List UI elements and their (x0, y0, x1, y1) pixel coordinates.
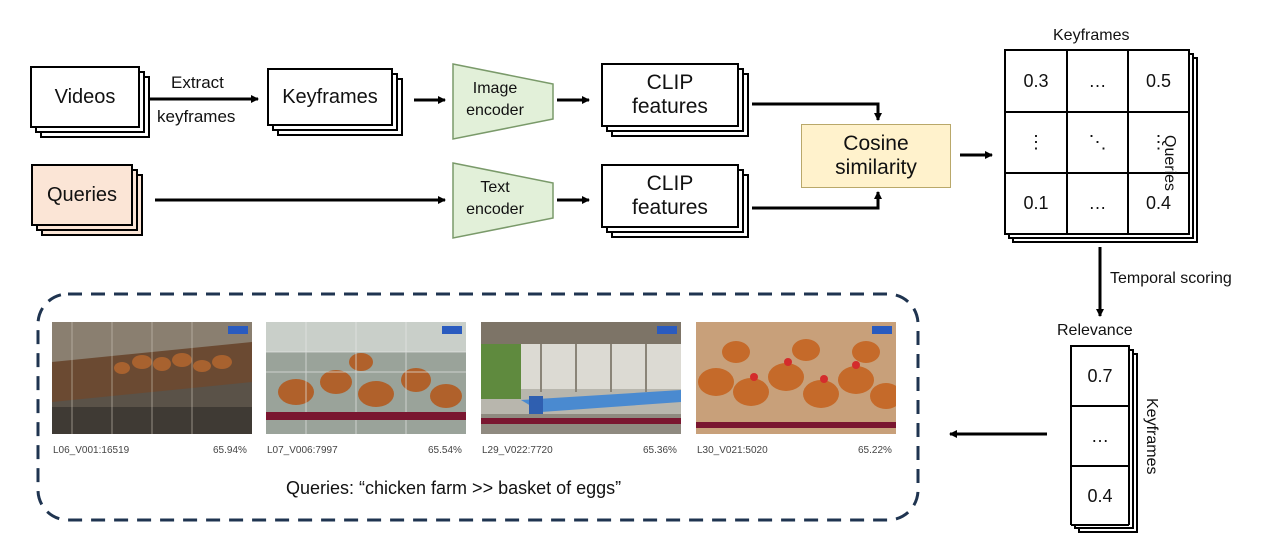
result-score: 65.36% (643, 445, 677, 456)
clip-line1: CLIP (646, 171, 694, 195)
matrix-top-label: Keyframes (1053, 27, 1130, 44)
result-score: 65.54% (428, 445, 462, 456)
extract-label: Extract (171, 73, 224, 92)
results-dashed-frame (36, 292, 920, 522)
image-encoder-line2: encoder (466, 101, 524, 119)
cosine-line1: Cosine (843, 131, 909, 155)
matrix-cell: ⋮ (1005, 112, 1067, 173)
image-encoder-shape (452, 63, 554, 140)
queries-label: Queries (31, 164, 133, 226)
relevance-grid: 0.7 … 0.4 (1070, 345, 1130, 526)
matrix-cell: … (1067, 173, 1128, 234)
relevance-cell: … (1071, 406, 1129, 466)
extract-label-keyframes: keyframes (157, 107, 236, 126)
text-encoder: Text encoder (455, 177, 535, 220)
result-thumbnail-2[interactable] (266, 322, 466, 434)
matrix-cell: 0.1 (1005, 173, 1067, 234)
result-thumbnail-1[interactable] (52, 322, 252, 434)
result-id: L07_V006:7997 (267, 445, 338, 456)
matrix-cell: … (1067, 50, 1128, 112)
image-encoder: Image encoder (455, 78, 535, 121)
matrix-cell: 0.5 (1128, 50, 1189, 112)
relevance-title: Relevance (1057, 322, 1133, 339)
clip-line1: CLIP (646, 70, 694, 94)
matrix-cell: ⋮ (1128, 112, 1189, 173)
result-id: L30_V021:5020 (697, 445, 768, 456)
result-score: 65.94% (213, 445, 247, 456)
relevance-cell: 0.7 (1071, 346, 1129, 406)
image-encoder-line1: Image (472, 80, 518, 97)
relevance-cell: 0.4 (1071, 466, 1129, 526)
matrix-cell: 0.3 (1005, 50, 1067, 112)
text-encoder-line1: Text (480, 179, 510, 196)
relevance-side-label: Keyframes (1143, 398, 1160, 475)
arrow-clip-top-to-cosine (752, 102, 882, 121)
result-id: L06_V001:16519 (53, 445, 130, 456)
result-thumbnail-3[interactable] (481, 322, 681, 434)
clip-line2: features (632, 95, 708, 118)
matrix-cell: 0.4 (1128, 173, 1189, 234)
temporal-scoring-label: Temporal scoring (1110, 270, 1232, 287)
matrix-side-label: Queries (1161, 135, 1178, 192)
clip-line2: features (632, 196, 708, 219)
text-encoder-shape (452, 162, 554, 239)
text-encoder-line2: encoder (466, 200, 524, 218)
query-caption: Queries: “chicken farm >> basket of eggs… (286, 478, 622, 498)
matrix-grid: 0.3 … 0.5 ⋮ ⋱ ⋮ 0.1 … 0.4 (1004, 49, 1190, 235)
matrix-cell: ⋱ (1067, 112, 1128, 173)
result-thumbnail-4[interactable] (696, 322, 896, 434)
result-id: L29_V022:7720 (482, 445, 553, 456)
arrow-clip-bottom-to-cosine (752, 191, 882, 210)
videos-label: Videos (30, 66, 140, 128)
result-score: 65.22% (858, 445, 892, 456)
cosine-line2: similarity (835, 156, 917, 179)
keyframes-label: Keyframes (267, 68, 393, 126)
